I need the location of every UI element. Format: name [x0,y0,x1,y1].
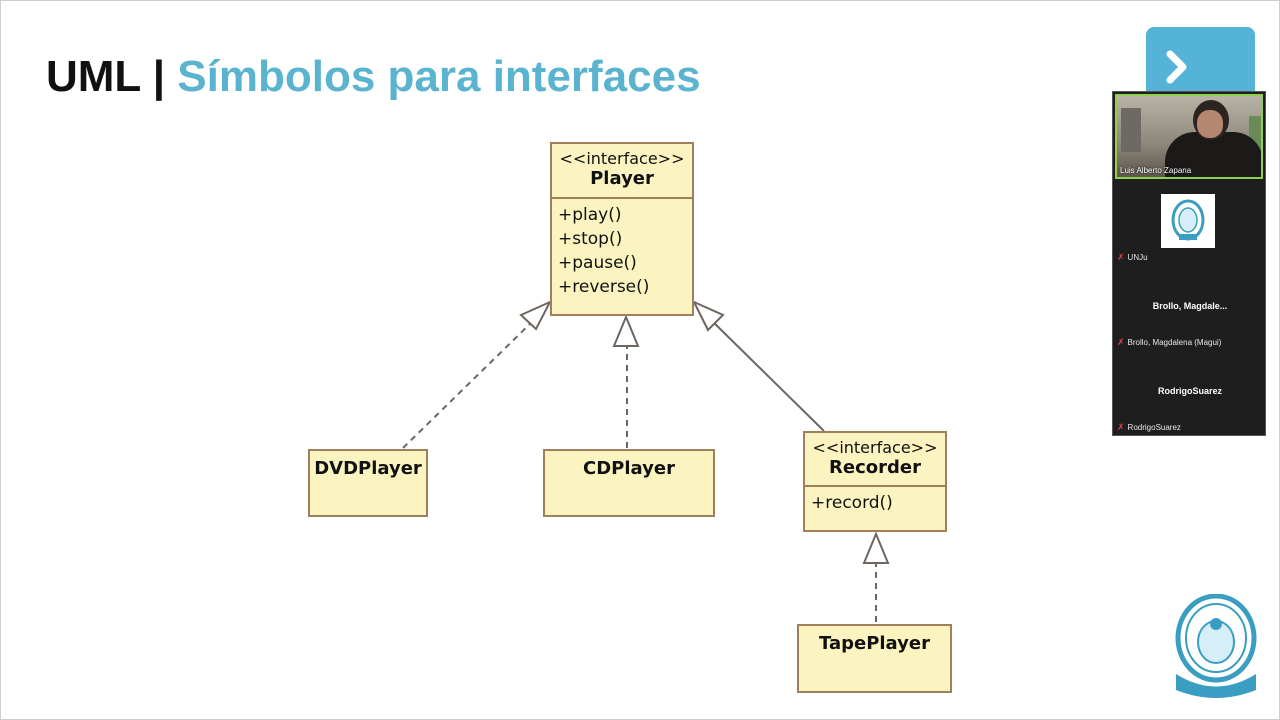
active-speaker-video[interactable]: Luis Alberto Zapana [1115,94,1263,179]
recorder-operations: +record() [805,487,945,515]
university-logo [1170,593,1262,709]
mic-muted-icon: ✗ [1117,252,1125,262]
meeting-participants-panel: Luis Alberto Zapana ✗UNJu Brollo, Magdal… [1112,91,1266,436]
title-main: UML [46,52,141,101]
participant-row[interactable]: ✗RodrigoSuarez [1117,422,1181,433]
participant-display-name: RodrigoSuarez [1157,386,1222,396]
speaker-name: Luis Alberto Zapana [1120,166,1192,175]
cd-player-name: CDPlayer [583,458,675,479]
player-operation: +pause() [558,253,637,273]
chevron-right-icon [1166,50,1187,84]
player-name: Player [590,168,654,189]
uml-interface-recorder: <<interface>> Recorder +record() [803,431,947,532]
mic-muted-icon: ✗ [1117,422,1125,432]
generalization-recorder-player [708,317,825,432]
player-operation: +play() [558,205,622,225]
title-subtitle: Símbolos para interfaces [177,52,701,101]
participant-row[interactable]: ✗UNJu [1117,252,1148,263]
speaker-face [1197,110,1223,138]
participant-label: UNJu [1127,253,1148,262]
mic-muted-icon: ✗ [1117,337,1125,347]
recorder-operation: +record() [811,493,893,513]
uml-class-tape-player: TapePlayer [797,624,952,693]
recorder-separator [805,485,945,487]
participant-label: Brollo, Magdalena (Magui) [1127,338,1222,347]
player-operations: +play() +stop() +pause() +reverse() [552,199,692,299]
university-seal-icon [1171,199,1205,241]
participant-display-name: Brollo, Magdale... [1152,301,1228,311]
participant-label: RodrigoSuarez [1127,423,1181,432]
uml-interface-player: <<interface>> Player +play() +stop() +pa… [550,142,694,316]
participant-row[interactable]: ✗Brollo, Magdalena (Magui) [1117,337,1221,348]
slide-title: UML | Símbolos para interfaces [46,52,701,102]
recorder-name: Recorder [829,457,921,478]
title-separator: | [152,52,166,101]
tape-player-name: TapePlayer [819,633,930,654]
uml-class-dvd-player: DVDPlayer [308,449,428,517]
realization-arrowhead-dvd [519,299,553,331]
participant-avatar-unju [1161,194,1215,248]
realization-arrowhead-cd [612,314,640,347]
uml-class-cd-player: CDPlayer [543,449,715,517]
generalization-arrowhead [691,299,725,332]
player-separator [552,197,692,199]
player-operation: +stop() [558,229,623,249]
realization-arrowhead-tape [862,531,890,564]
recorder-stereotype: <<interface>> [812,438,938,457]
university-seal-icon [1175,593,1257,698]
realization-dvd-player [402,317,537,449]
background-window [1121,108,1141,152]
player-operation: +reverse() [558,277,650,297]
dvd-player-name: DVDPlayer [314,458,422,479]
player-stereotype: <<interface>> [559,149,685,168]
